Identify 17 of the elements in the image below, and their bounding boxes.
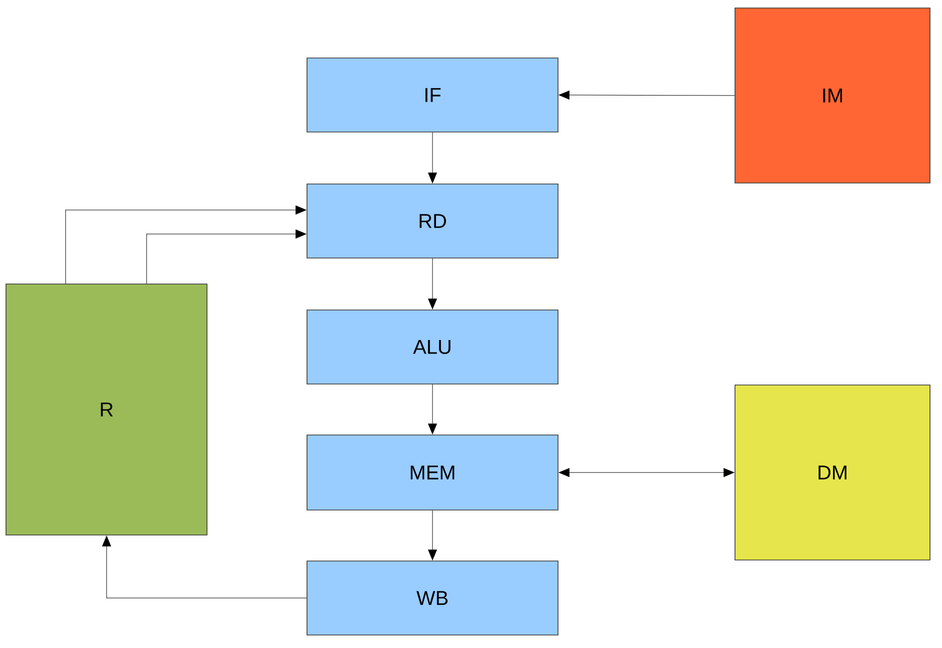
arrow	[146, 230, 306, 284]
arrow	[558, 90, 735, 100]
memory-box: DM	[734, 384, 930, 560]
stage-box: ALU	[306, 310, 558, 384]
arrow	[428, 258, 437, 310]
arrow	[428, 510, 437, 560]
stage-box: RD	[306, 184, 558, 258]
arrow	[102, 536, 307, 598]
stage-box: MEM	[306, 434, 558, 510]
stage-box: IF	[306, 58, 558, 132]
arrow	[428, 132, 437, 184]
memory-box: IM	[734, 8, 930, 184]
arrow	[558, 468, 734, 477]
stage-box: WB	[306, 560, 558, 636]
arrow	[65, 206, 306, 284]
register-box: R	[6, 284, 208, 536]
arrow	[428, 384, 437, 434]
